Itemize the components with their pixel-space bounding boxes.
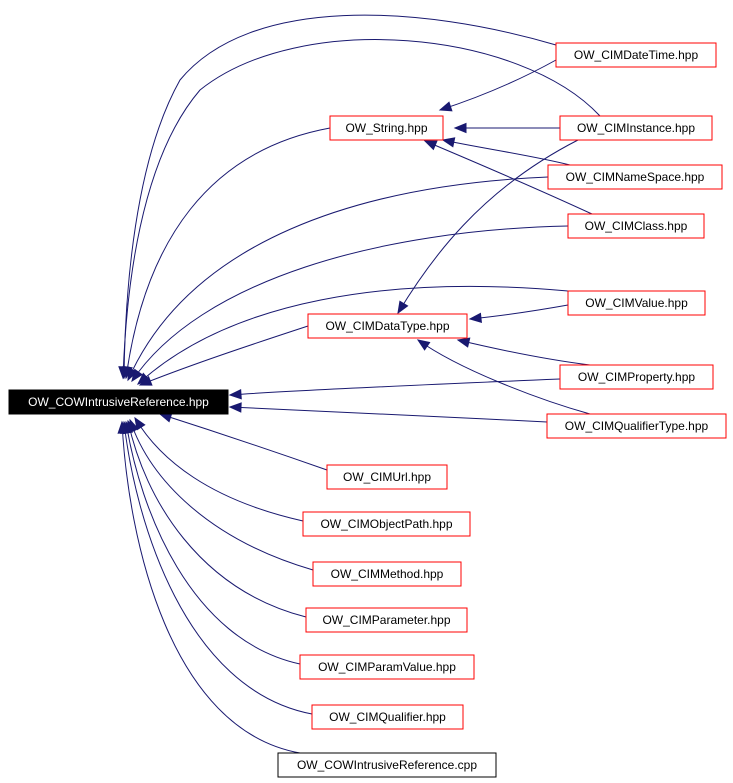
edge-cimvalue_hpp-to-root	[137, 285, 569, 385]
node-label: OW_CIMQualifierType.hpp	[565, 419, 709, 433]
edge-cimvalue_hpp-to-cimdatatype_hpp	[469, 304, 569, 320]
edge-ciminstance_hpp-to-root	[122, 39, 601, 379]
node-cimnamespace-hpp[interactable]: OW_CIMNameSpace.hpp	[547, 164, 723, 190]
arrowhead-cimproperty_hpp-to-cimdatatype_hpp	[456, 337, 471, 348]
edge-cimclass_hpp-to-root	[131, 225, 569, 382]
node-cimparamvalue-hpp[interactable]: OW_CIMParamValue.hpp	[299, 654, 475, 680]
node-label: OW_CIMProperty.hpp	[578, 370, 695, 384]
edge-cimdatetime_hpp-to-root	[123, 14, 557, 379]
node-label: OW_COWIntrusiveReference.hpp	[28, 395, 209, 409]
node-label: OW_String.hpp	[345, 121, 427, 135]
node-cimdatetime-hpp[interactable]: OW_CIMDateTime.hpp	[555, 42, 717, 68]
node-root[interactable]: OW_COWIntrusiveReference.hpp	[8, 389, 229, 415]
node-label: OW_CIMInstance.hpp	[577, 121, 695, 135]
edge-cimqualifiertype_hpp-to-cimdatatype_hpp	[417, 339, 591, 415]
node-label: OW_CIMMethod.hpp	[331, 567, 444, 581]
node-cimvalue-hpp[interactable]: OW_CIMValue.hpp	[567, 290, 706, 316]
node-label: OW_CIMParamValue.hpp	[318, 660, 456, 674]
arrowhead-cimdatetime_hpp-to-string_hpp	[438, 101, 453, 112]
arrowhead-cimqualifiertype_hpp-to-root	[228, 402, 242, 413]
node-label: OW_CIMObjectPath.hpp	[320, 517, 452, 531]
arrowhead-ciminstance_hpp-to-cimdatatype_hpp	[397, 300, 409, 315]
edge-cimclass_hpp-to-string_hpp	[424, 140, 593, 215]
edge-cowintrusivereference_cpp-to-root	[121, 421, 301, 754]
arrowhead-cimqualifiertype_hpp-to-cimdatatype_hpp	[416, 339, 431, 351]
edge-cimdatatype_hpp-to-root	[139, 325, 309, 386]
node-label: OW_CIMParameter.hpp	[322, 613, 450, 627]
arrowhead-cowintrusivereference_cpp-to-root	[117, 420, 128, 434]
edge-cimparameter_hpp-to-root	[127, 420, 307, 618]
edge-layer	[117, 14, 601, 754]
edge-cimproperty_hpp-to-root	[229, 378, 561, 396]
edge-cimqualifier_hpp-to-root	[123, 421, 313, 715]
node-label: OW_COWIntrusiveReference.cpp	[297, 758, 477, 772]
node-label: OW_CIMValue.hpp	[585, 296, 688, 310]
arrowhead-cimclass_hpp-to-string_hpp	[423, 140, 438, 151]
node-cimqualifier-hpp[interactable]: OW_CIMQualifier.hpp	[311, 704, 464, 730]
node-cowintrusivereference-cpp[interactable]: OW_COWIntrusiveReference.cpp	[277, 752, 497, 778]
edge-string_hpp-to-root	[125, 127, 331, 379]
edge-cimnamespace_hpp-to-string_hpp	[442, 139, 571, 166]
node-label: OW_CIMUrl.hpp	[343, 470, 431, 484]
node-ciminstance-hpp[interactable]: OW_CIMInstance.hpp	[559, 115, 713, 141]
node-cimparameter-hpp[interactable]: OW_CIMParameter.hpp	[305, 607, 468, 633]
node-cimmethod-hpp[interactable]: OW_CIMMethod.hpp	[312, 561, 462, 587]
arrowhead-cimvalue_hpp-to-cimdatatype_hpp	[468, 312, 482, 324]
node-string-hpp[interactable]: OW_String.hpp	[329, 115, 444, 141]
edge-cimparamvalue_hpp-to-root	[125, 421, 301, 665]
edge-cimurl_hpp-to-root	[159, 413, 328, 471]
arrowhead-cimproperty_hpp-to-root	[228, 388, 242, 400]
node-cimobjectpath-hpp[interactable]: OW_CIMObjectPath.hpp	[302, 511, 471, 537]
edge-cimproperty_hpp-to-cimdatatype_hpp	[457, 339, 591, 366]
node-label: OW_CIMNameSpace.hpp	[566, 170, 705, 184]
arrowhead-ciminstance_hpp-to-string_hpp	[453, 122, 467, 134]
node-cimproperty-hpp[interactable]: OW_CIMProperty.hpp	[559, 364, 714, 390]
arrowhead-cimobjectpath_hpp-to-root	[134, 416, 146, 431]
node-cimqualifiertype-hpp[interactable]: OW_CIMQualifierType.hpp	[546, 413, 727, 439]
node-cimdatatype-hpp[interactable]: OW_CIMDataType.hpp	[307, 313, 468, 339]
arrowhead-cimnamespace_hpp-to-string_hpp	[441, 137, 456, 148]
node-cimurl-hpp[interactable]: OW_CIMUrl.hpp	[326, 464, 448, 490]
edge-cimobjectpath_hpp-to-root	[134, 417, 304, 522]
node-label: OW_CIMDateTime.hpp	[574, 48, 699, 62]
edge-cimmethod_hpp-to-root	[129, 419, 314, 571]
node-label: OW_CIMQualifier.hpp	[329, 710, 446, 724]
edge-cimnamespace_hpp-to-root	[127, 176, 549, 381]
node-label: OW_CIMDataType.hpp	[325, 319, 449, 333]
edge-ciminstance_hpp-to-cimdatatype_hpp	[397, 139, 579, 314]
edge-cimdatetime_hpp-to-string_hpp	[439, 59, 557, 111]
edge-cimqualifiertype_hpp-to-root	[229, 406, 548, 423]
arrowhead-cimdatatype_hpp-to-root	[138, 375, 153, 386]
node-cimclass-hpp[interactable]: OW_CIMClass.hpp	[567, 213, 705, 239]
arrowhead-cimclass_hpp-to-root	[131, 368, 143, 383]
node-label: OW_CIMClass.hpp	[585, 219, 688, 233]
node-layer: OW_COWIntrusiveReference.hpp OW_String.h…	[8, 42, 727, 778]
